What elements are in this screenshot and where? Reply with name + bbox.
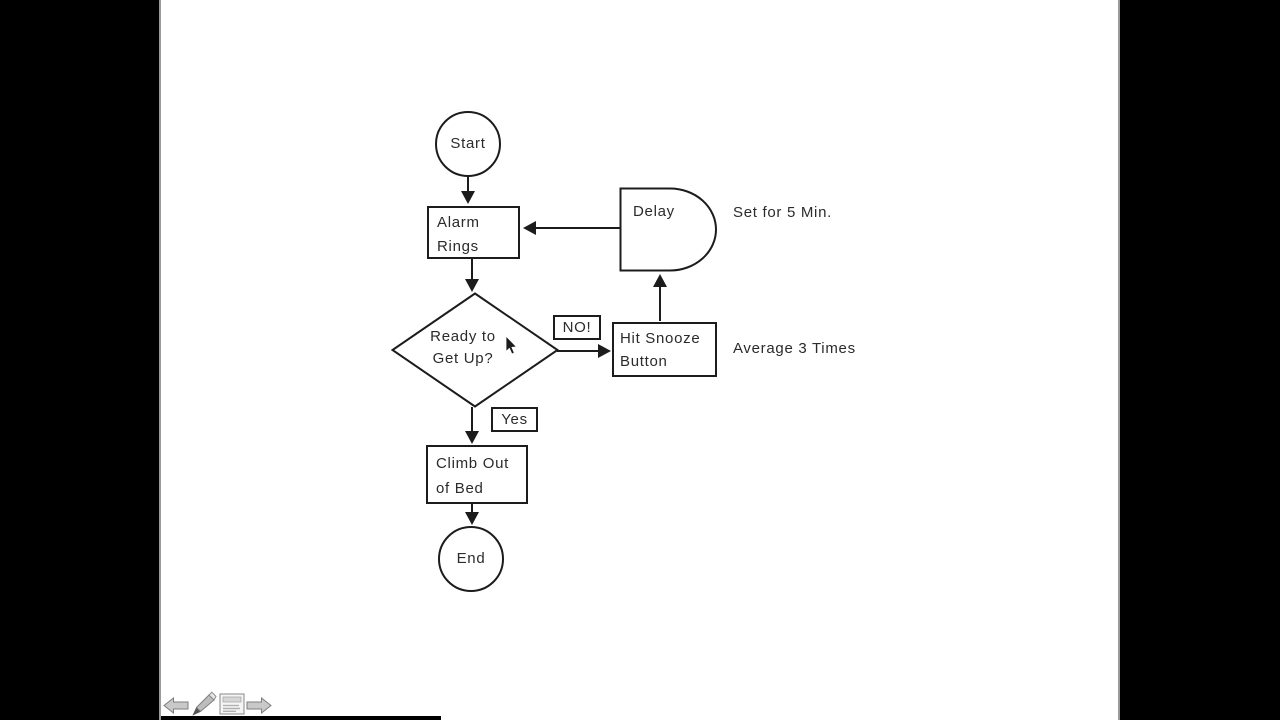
left-letterbox-bar: [0, 0, 159, 720]
delay-label: Delay: [633, 203, 675, 220]
arrow-decision-to-climb: [465, 407, 479, 444]
alarm-rings-node: Alarm Rings: [427, 206, 520, 259]
arrow-alarm-to-decision: [465, 259, 479, 292]
mouse-cursor: [505, 335, 518, 355]
hit-snooze-label-line1: Hit Snooze: [620, 330, 701, 347]
presentation-toolbar: [163, 689, 275, 717]
decision-diamond-shape: [390, 292, 560, 408]
notes-page-icon[interactable]: [219, 693, 245, 715]
no-label: NO!: [562, 318, 592, 336]
arrow-snooze-to-delay: [653, 274, 667, 321]
arrow-decision-to-snooze: [557, 344, 611, 358]
alarm-rings-label-line2: Rings: [437, 238, 479, 255]
bottom-black-strip: [161, 716, 441, 720]
alarm-rings-label-line1: Alarm: [437, 214, 480, 231]
arrow-start-to-alarm: [461, 177, 475, 204]
decision-label: Ready to Get Up?: [410, 326, 516, 370]
hit-snooze-label-line2: Button: [620, 353, 668, 370]
arrow-delay-to-alarm: [523, 221, 620, 235]
decision-label-line2: Get Up?: [432, 350, 494, 367]
delay-annotation: Set for 5 Min.: [733, 204, 833, 221]
arrow-climb-to-end: [465, 504, 479, 525]
snooze-annotation: Average 3 Times: [733, 340, 856, 357]
right-separator-line: [1118, 0, 1120, 720]
yes-label: Yes: [501, 410, 528, 428]
yes-branch-label-box: Yes: [491, 407, 538, 432]
climb-out-label-line2: of Bed: [436, 480, 484, 497]
start-label: Start: [450, 135, 486, 152]
right-letterbox-bar: [1120, 0, 1280, 720]
no-branch-label-box: NO!: [553, 315, 601, 340]
pencil-icon[interactable]: [190, 689, 218, 717]
end-label: End: [456, 550, 486, 567]
climb-out-label-line1: Climb Out: [436, 455, 509, 472]
back-arrow-icon[interactable]: [163, 697, 189, 714]
climb-out-node: Climb Out of Bed: [426, 445, 528, 504]
decision-label-line1: Ready to: [430, 328, 496, 345]
hit-snooze-node: Hit Snooze Button: [612, 322, 717, 377]
start-node: Start: [435, 111, 501, 177]
forward-arrow-icon[interactable]: [246, 697, 272, 714]
left-separator-line: [159, 0, 161, 720]
end-node: End: [438, 526, 504, 592]
delay-node-shape: [619, 187, 717, 272]
